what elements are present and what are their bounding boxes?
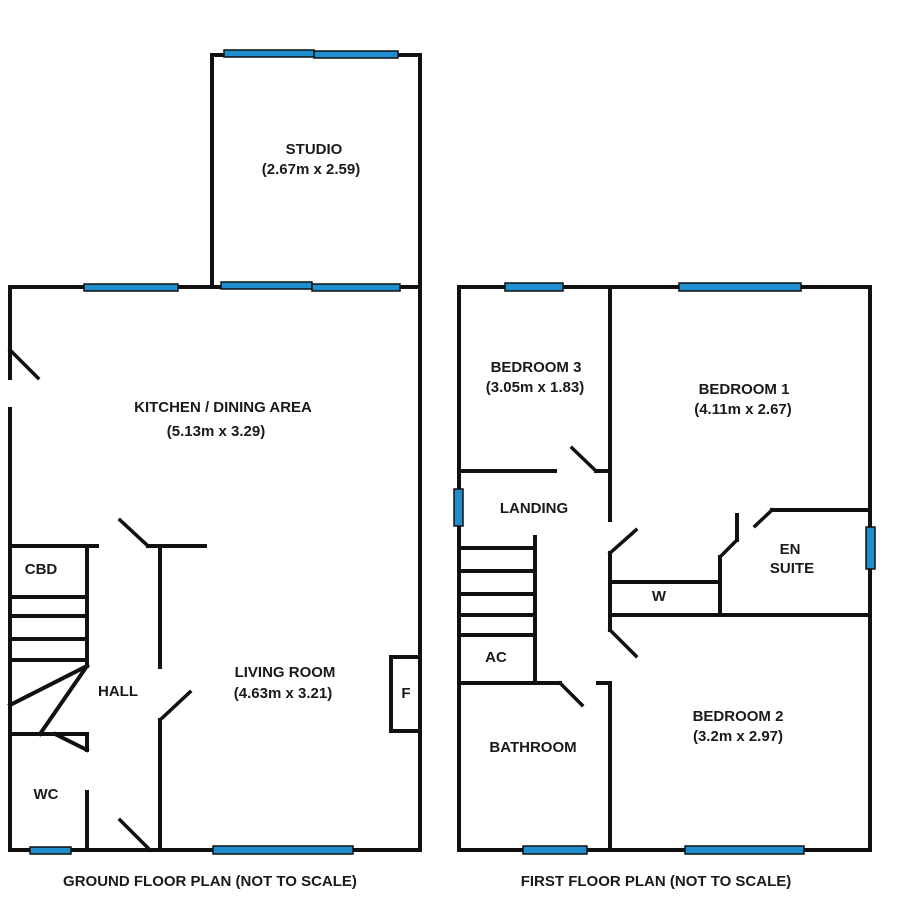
fireplace-label: F <box>401 685 410 702</box>
bed1-name: BEDROOM 1 <box>699 381 790 398</box>
bed3-name: BEDROOM 3 <box>491 359 582 376</box>
kitchen-window-1 <box>83 283 179 292</box>
wc-window <box>29 846 72 855</box>
first-floor-windows <box>453 282 876 855</box>
ground-floor-walls <box>7 53 422 853</box>
kitchen-window-2 <box>220 281 313 290</box>
living-name: LIVING ROOM <box>235 664 336 681</box>
living-size: (4.63m x 3.21) <box>234 685 332 702</box>
ac-label: AC <box>485 649 507 666</box>
ground-floor-caption: GROUND FLOOR PLAN (NOT TO SCALE) <box>63 873 357 890</box>
stair-winder-2 <box>37 663 90 737</box>
ground-outer-wall <box>8 285 422 852</box>
ground-floor-windows <box>29 49 401 855</box>
first-floor-caption: FIRST FLOOR PLAN (NOT TO SCALE) <box>521 873 792 890</box>
ensuite-top-door <box>752 507 775 529</box>
front-door <box>117 817 153 853</box>
first-floor-plan: BEDROOM 3 (3.05m x 1.83) BEDROOM 1 (4.11… <box>453 282 876 890</box>
bed1-door <box>607 527 639 556</box>
wc-door-leaf <box>52 731 90 753</box>
living-window <box>212 845 354 855</box>
bed1-size: (4.11m x 2.67) <box>694 401 792 418</box>
bed1-window <box>678 282 802 292</box>
bed2-name: BEDROOM 2 <box>693 708 784 725</box>
first-floor-labels: BEDROOM 3 (3.05m x 1.83) BEDROOM 1 (4.11… <box>485 359 814 756</box>
kitchen-name: KITCHEN / DINING AREA <box>134 399 312 416</box>
bed2-size: (3.2m x 2.97) <box>693 728 783 745</box>
ground-floor-plan: STUDIO (2.67m x 2.59) KITCHEN / DINING A… <box>7 49 422 890</box>
ground-floor-labels: STUDIO (2.67m x 2.59) KITCHEN / DINING A… <box>25 141 411 803</box>
studio-window-2 <box>313 50 399 59</box>
ensuite-door <box>717 537 740 560</box>
bathroom-label: BATHROOM <box>489 739 576 756</box>
hall-door-upper <box>117 517 151 549</box>
kitchen-size: (5.13m x 3.29) <box>167 423 265 440</box>
studio-name: STUDIO <box>286 141 343 158</box>
bed3-window <box>504 282 564 292</box>
bed2-window <box>684 845 805 855</box>
landing-label: LANDING <box>500 500 568 517</box>
fireplace-box <box>389 655 422 733</box>
ensuite-label-line1: EN <box>780 541 801 558</box>
studio-size: (2.67m x 2.59) <box>262 161 360 178</box>
cbd-label: CBD <box>25 561 58 578</box>
bed2-door <box>607 627 639 659</box>
landing-window <box>453 488 464 527</box>
bed3-size: (3.05m x 1.83) <box>486 379 584 396</box>
ensuite-label-line2: SUITE <box>770 560 814 577</box>
ensuite-window <box>865 526 876 570</box>
wc-label: WC <box>34 786 59 803</box>
wardrobe-label: W <box>652 588 667 605</box>
kitchen-window-3 <box>311 283 401 292</box>
kitchen-side-door <box>7 347 41 381</box>
studio-window-1 <box>223 49 315 58</box>
living-door <box>157 689 193 723</box>
bath-door <box>557 680 585 708</box>
bed3-door <box>569 445 599 474</box>
bath-window <box>522 845 588 855</box>
hall-label: HALL <box>98 683 138 700</box>
stair-winder-1 <box>7 663 90 708</box>
